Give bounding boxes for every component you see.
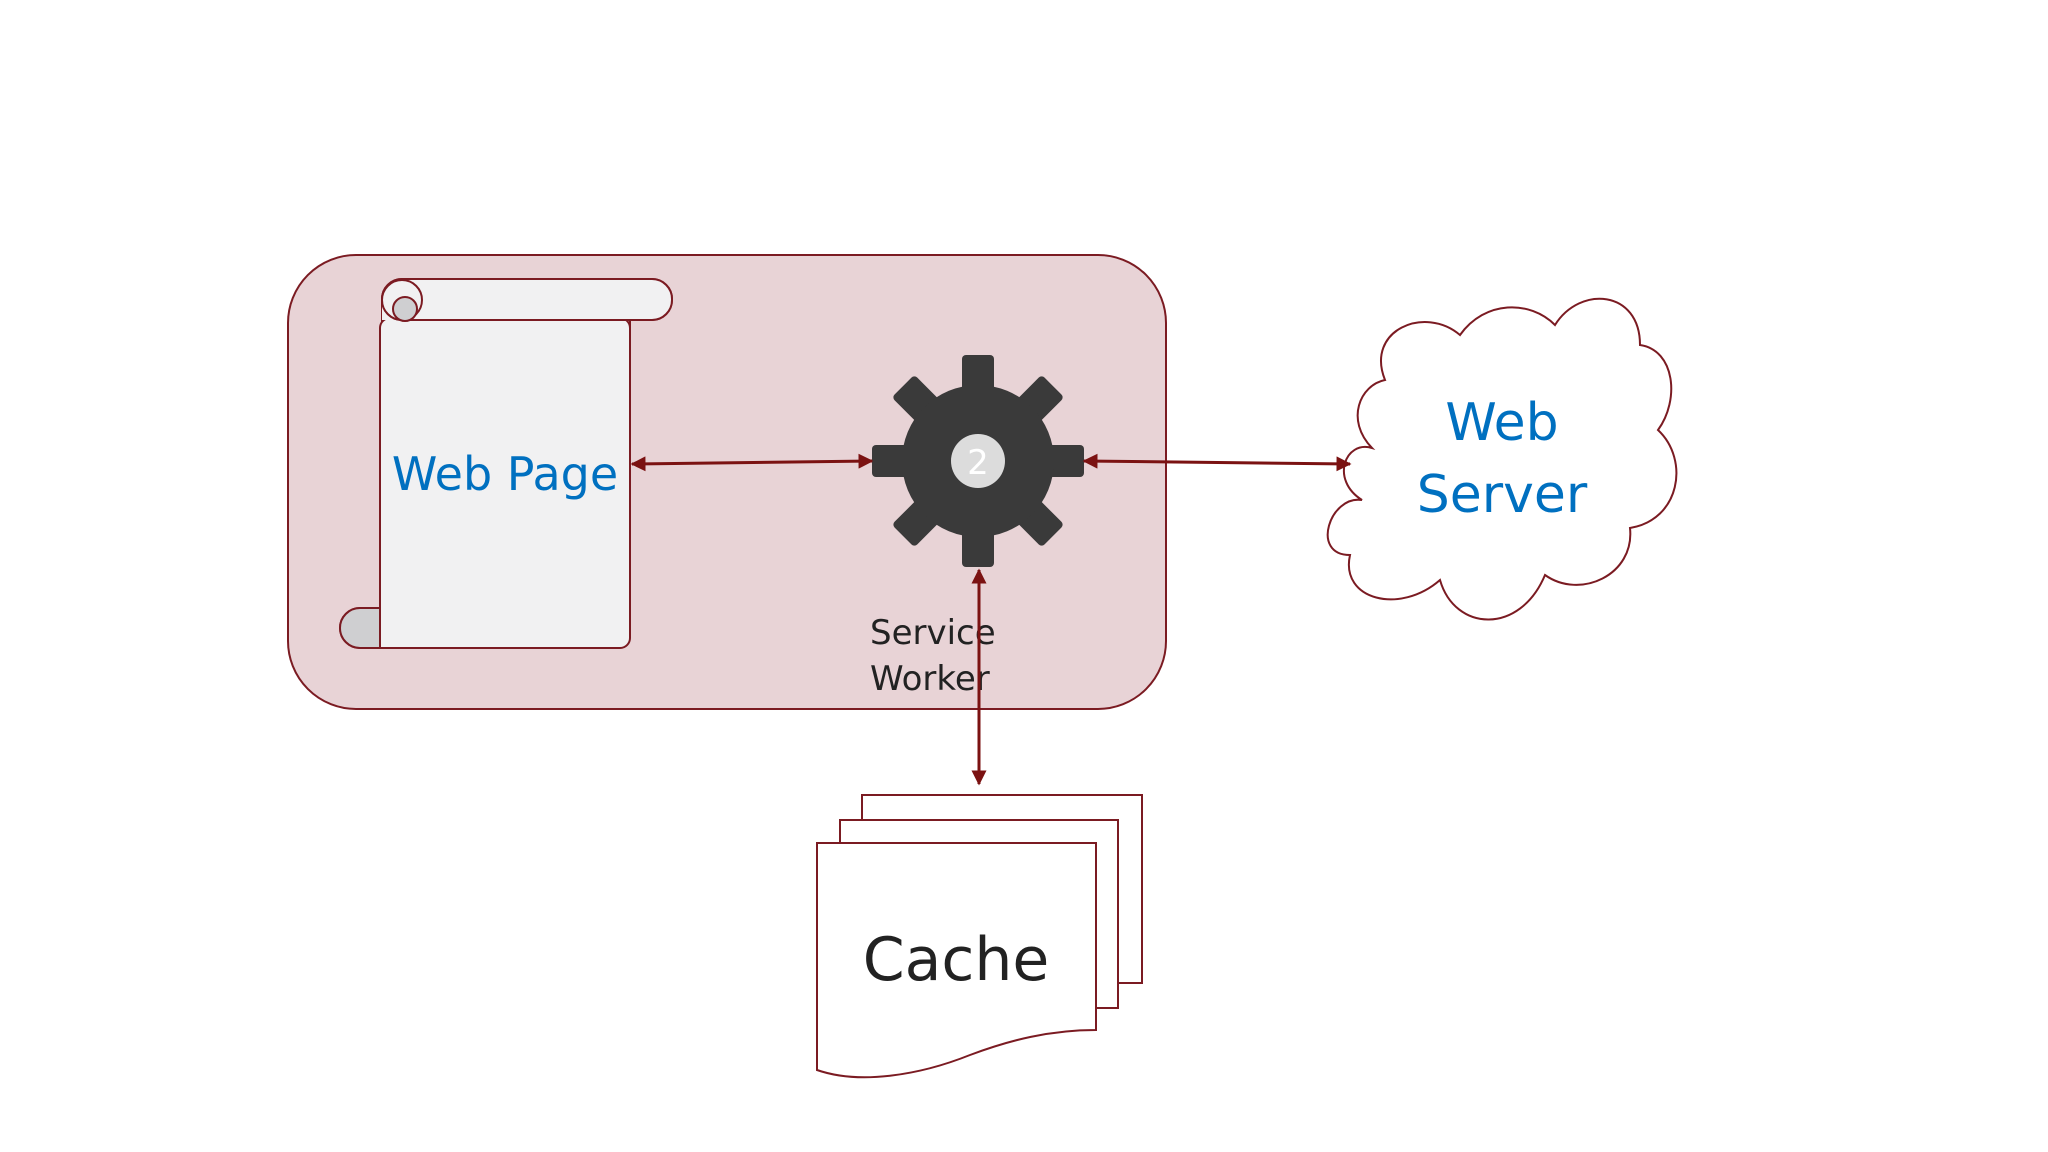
web-page-label: Web Page [392,447,618,501]
gear-badge-number: 2 [967,443,989,483]
service-worker-label-line2: Worker [870,659,990,699]
cloud-icon [1326,297,1678,621]
scroll-icon [339,278,673,650]
web-server-label-line2: Server [1417,465,1588,525]
arrow-serviceworker-webserver [1082,453,1352,472]
gear-icon [872,355,1084,567]
arrow-webpage-serviceworker [630,453,874,472]
web-server-label-line1: Web [1445,393,1558,453]
stacked-documents-icon [816,794,1143,1079]
service-worker-label-line1: Service [870,613,996,653]
cache-label: Cache [863,925,1050,995]
